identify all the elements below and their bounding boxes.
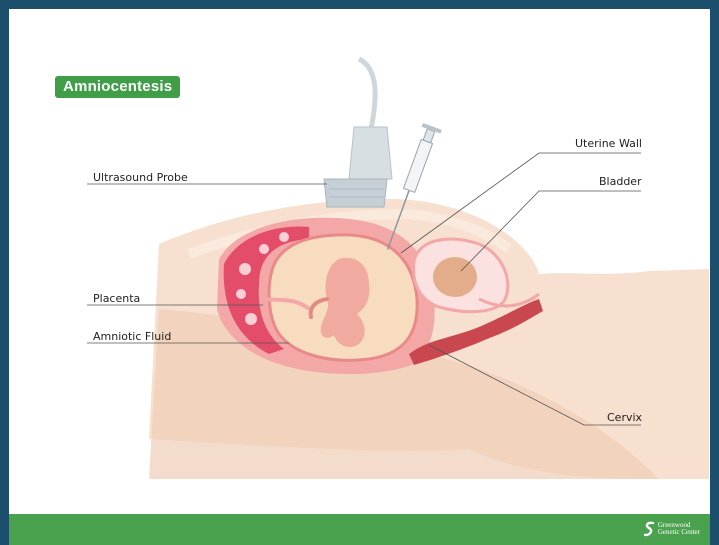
label-bladder: Bladder [599,175,642,188]
greenwood-logo: Greenwood Genetic Center [643,518,700,540]
logo-line-2: Genetic Center [658,529,700,536]
label-cervix: Cervix [607,411,642,424]
probe-cable [359,59,375,129]
probe-handle [349,127,392,179]
diagram-frame: Amniocentesis Ultrasound Probe Placenta … [9,9,710,545]
page-title: Amniocentesis [55,76,180,98]
label-amniotic-fluid: Amniotic Fluid [93,330,171,343]
bladder-inner [433,257,477,297]
label-placenta: Placenta [93,292,140,305]
label-ultrasound-probe: Ultrasound Probe [93,171,188,184]
footer-bar: Greenwood Genetic Center [9,514,710,545]
probe-head [324,179,387,207]
logo-icon [643,521,655,537]
label-uterine-wall: Uterine Wall [575,137,642,150]
